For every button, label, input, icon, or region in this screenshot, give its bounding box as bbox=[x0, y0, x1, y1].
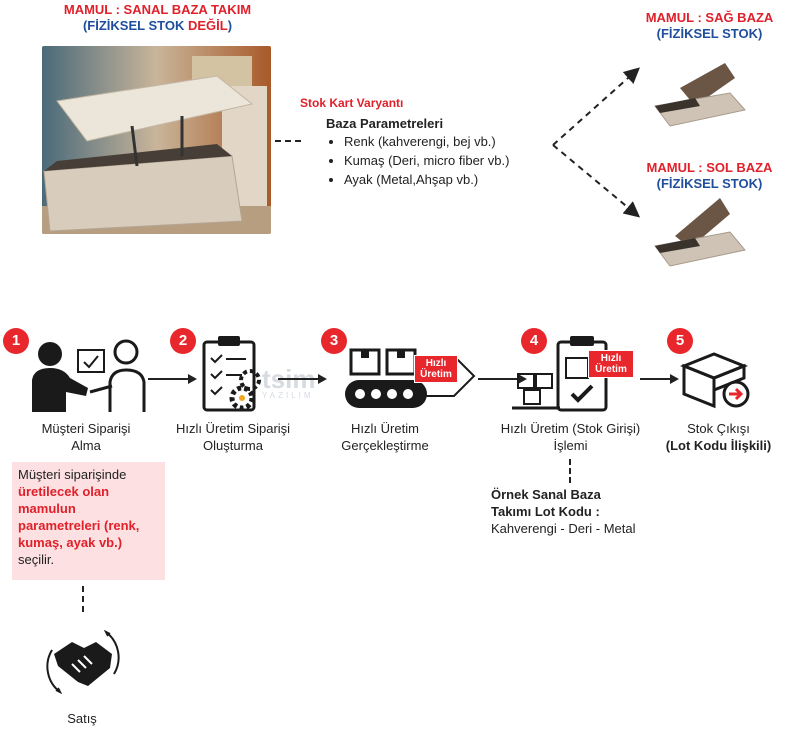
note-part1: Müşteri siparişinde bbox=[18, 467, 127, 482]
step-4-line2: İşlemi bbox=[553, 438, 588, 453]
note-part3: seçilir. bbox=[18, 552, 55, 567]
step-3-line2: Gerçekleştirme bbox=[341, 438, 429, 453]
branch-arrows bbox=[552, 67, 641, 218]
step-1-badge: 1 bbox=[3, 328, 29, 354]
step-4-line1: Hızlı Üretim (Stok Girişi) bbox=[500, 421, 641, 436]
step-5-label: Stok Çıkışı (Lot Kodu İlişkili) bbox=[650, 420, 787, 454]
clipboard-gear-icon bbox=[202, 336, 261, 412]
step-2-line1: Hızlı Üretim Siparişi bbox=[175, 421, 291, 436]
step-4-label: Hızlı Üretim (Stok Girişi) İşlemi bbox=[488, 420, 653, 454]
param-color: Renk (kahverengi, bej vb.) bbox=[344, 132, 546, 151]
step-1-line2: Alma bbox=[71, 438, 101, 453]
note-part2: üretilecek olan mamulun parametreleri (r… bbox=[18, 484, 140, 550]
param-leg: Ayak (Metal,Ahşap vb.) bbox=[344, 170, 546, 189]
arrow-2-3 bbox=[278, 374, 327, 384]
variant-heading: Stok Kart Varyantı bbox=[300, 96, 404, 110]
not-label: DEĞİL bbox=[187, 18, 228, 33]
close-paren: ) bbox=[227, 18, 233, 33]
left-base-photo bbox=[650, 196, 750, 270]
left-base-title: MAMUL : SOL BAZA (FİZİKSEL STOK) bbox=[632, 160, 787, 192]
step-3-badge: 3 bbox=[321, 328, 347, 354]
step-3-line1: Hızlı Üretim bbox=[351, 421, 419, 436]
param-fabric: Kumaş (Deri, micro fiber vb.) bbox=[344, 151, 546, 170]
params-title: Baza Parametreleri bbox=[326, 116, 444, 131]
lot-title-line1: Örnek Sanal Baza bbox=[491, 487, 601, 502]
arrow-4-5 bbox=[640, 374, 679, 384]
dashed-connector-sale bbox=[82, 586, 84, 612]
virtual-set-title-line2: (FİZİKSEL STOK DEĞİL) bbox=[20, 18, 295, 34]
arrow-3-4 bbox=[478, 374, 527, 384]
step-2-badge: 2 bbox=[170, 328, 196, 354]
storage-bed-photo bbox=[42, 46, 271, 234]
right-base-title: MAMUL : SAĞ BAZA (FİZİKSEL STOK) bbox=[632, 10, 787, 42]
right-base-name: MAMUL : SAĞ BAZA bbox=[645, 10, 774, 25]
step-5-badge: 5 bbox=[667, 328, 693, 354]
right-base-photo bbox=[650, 58, 750, 130]
step-5-line2: (Lot Kodu İlişkili) bbox=[665, 438, 772, 453]
step-1-line1: Müşteri Siparişi bbox=[41, 421, 131, 436]
arrow-1-2 bbox=[148, 374, 197, 384]
step-2-label: Hızlı Üretim Siparişi Oluşturma bbox=[163, 420, 303, 454]
dashed-connector-photo bbox=[275, 140, 301, 142]
dashed-connector-lot bbox=[569, 459, 571, 483]
watermark-sub: YAZILIM bbox=[262, 391, 314, 400]
virtual-set-title-line1: MAMUL : SANAL BAZA TAKIM bbox=[63, 2, 252, 17]
left-base-name: MAMUL : SOL BAZA bbox=[646, 160, 773, 175]
order-note-box: Müşteri siparişinde üretilecek olan mamu… bbox=[12, 462, 165, 580]
step-5-line1: Stok Çıkışı bbox=[687, 421, 750, 436]
variant-params: Baza Parametreleri Renk (kahverengi, bej… bbox=[326, 115, 546, 189]
lot-title-line2: Takımı Lot Kodu : bbox=[491, 504, 600, 519]
step-3-label: Hızlı Üretim Gerçekleştirme bbox=[320, 420, 450, 454]
lot-example: Örnek Sanal Baza Takımı Lot Kodu : Kahve… bbox=[491, 486, 681, 537]
fast-production-tag-3: Hızlı Üretim bbox=[414, 355, 458, 383]
handshake-icon bbox=[46, 629, 120, 695]
fast-production-tag-4: Hızlı Üretim bbox=[588, 350, 634, 378]
left-base-stock: (FİZİKSEL STOK) bbox=[656, 176, 763, 191]
step-2-line2: Oluşturma bbox=[203, 438, 263, 453]
lot-value: Kahverengi - Deri - Metal bbox=[491, 521, 636, 536]
physical-stock-label: (FİZİKSEL STOK bbox=[82, 18, 188, 33]
step-1-label: Müşteri Siparişi Alma bbox=[0, 420, 172, 454]
step-4-badge: 4 bbox=[521, 328, 547, 354]
order-note: Müşteri siparişinde üretilecek olan mamu… bbox=[12, 462, 165, 572]
virtual-set-title: MAMUL : SANAL BAZA TAKIM (FİZİKSEL STOK … bbox=[20, 2, 295, 34]
right-base-stock: (FİZİKSEL STOK) bbox=[656, 26, 763, 41]
stock-out-box-icon bbox=[680, 352, 750, 409]
customer-order-icon bbox=[32, 339, 146, 412]
sale-label: Satış bbox=[67, 711, 97, 726]
params-list: Renk (kahverengi, bej vb.) Kumaş (Deri, … bbox=[326, 132, 546, 189]
